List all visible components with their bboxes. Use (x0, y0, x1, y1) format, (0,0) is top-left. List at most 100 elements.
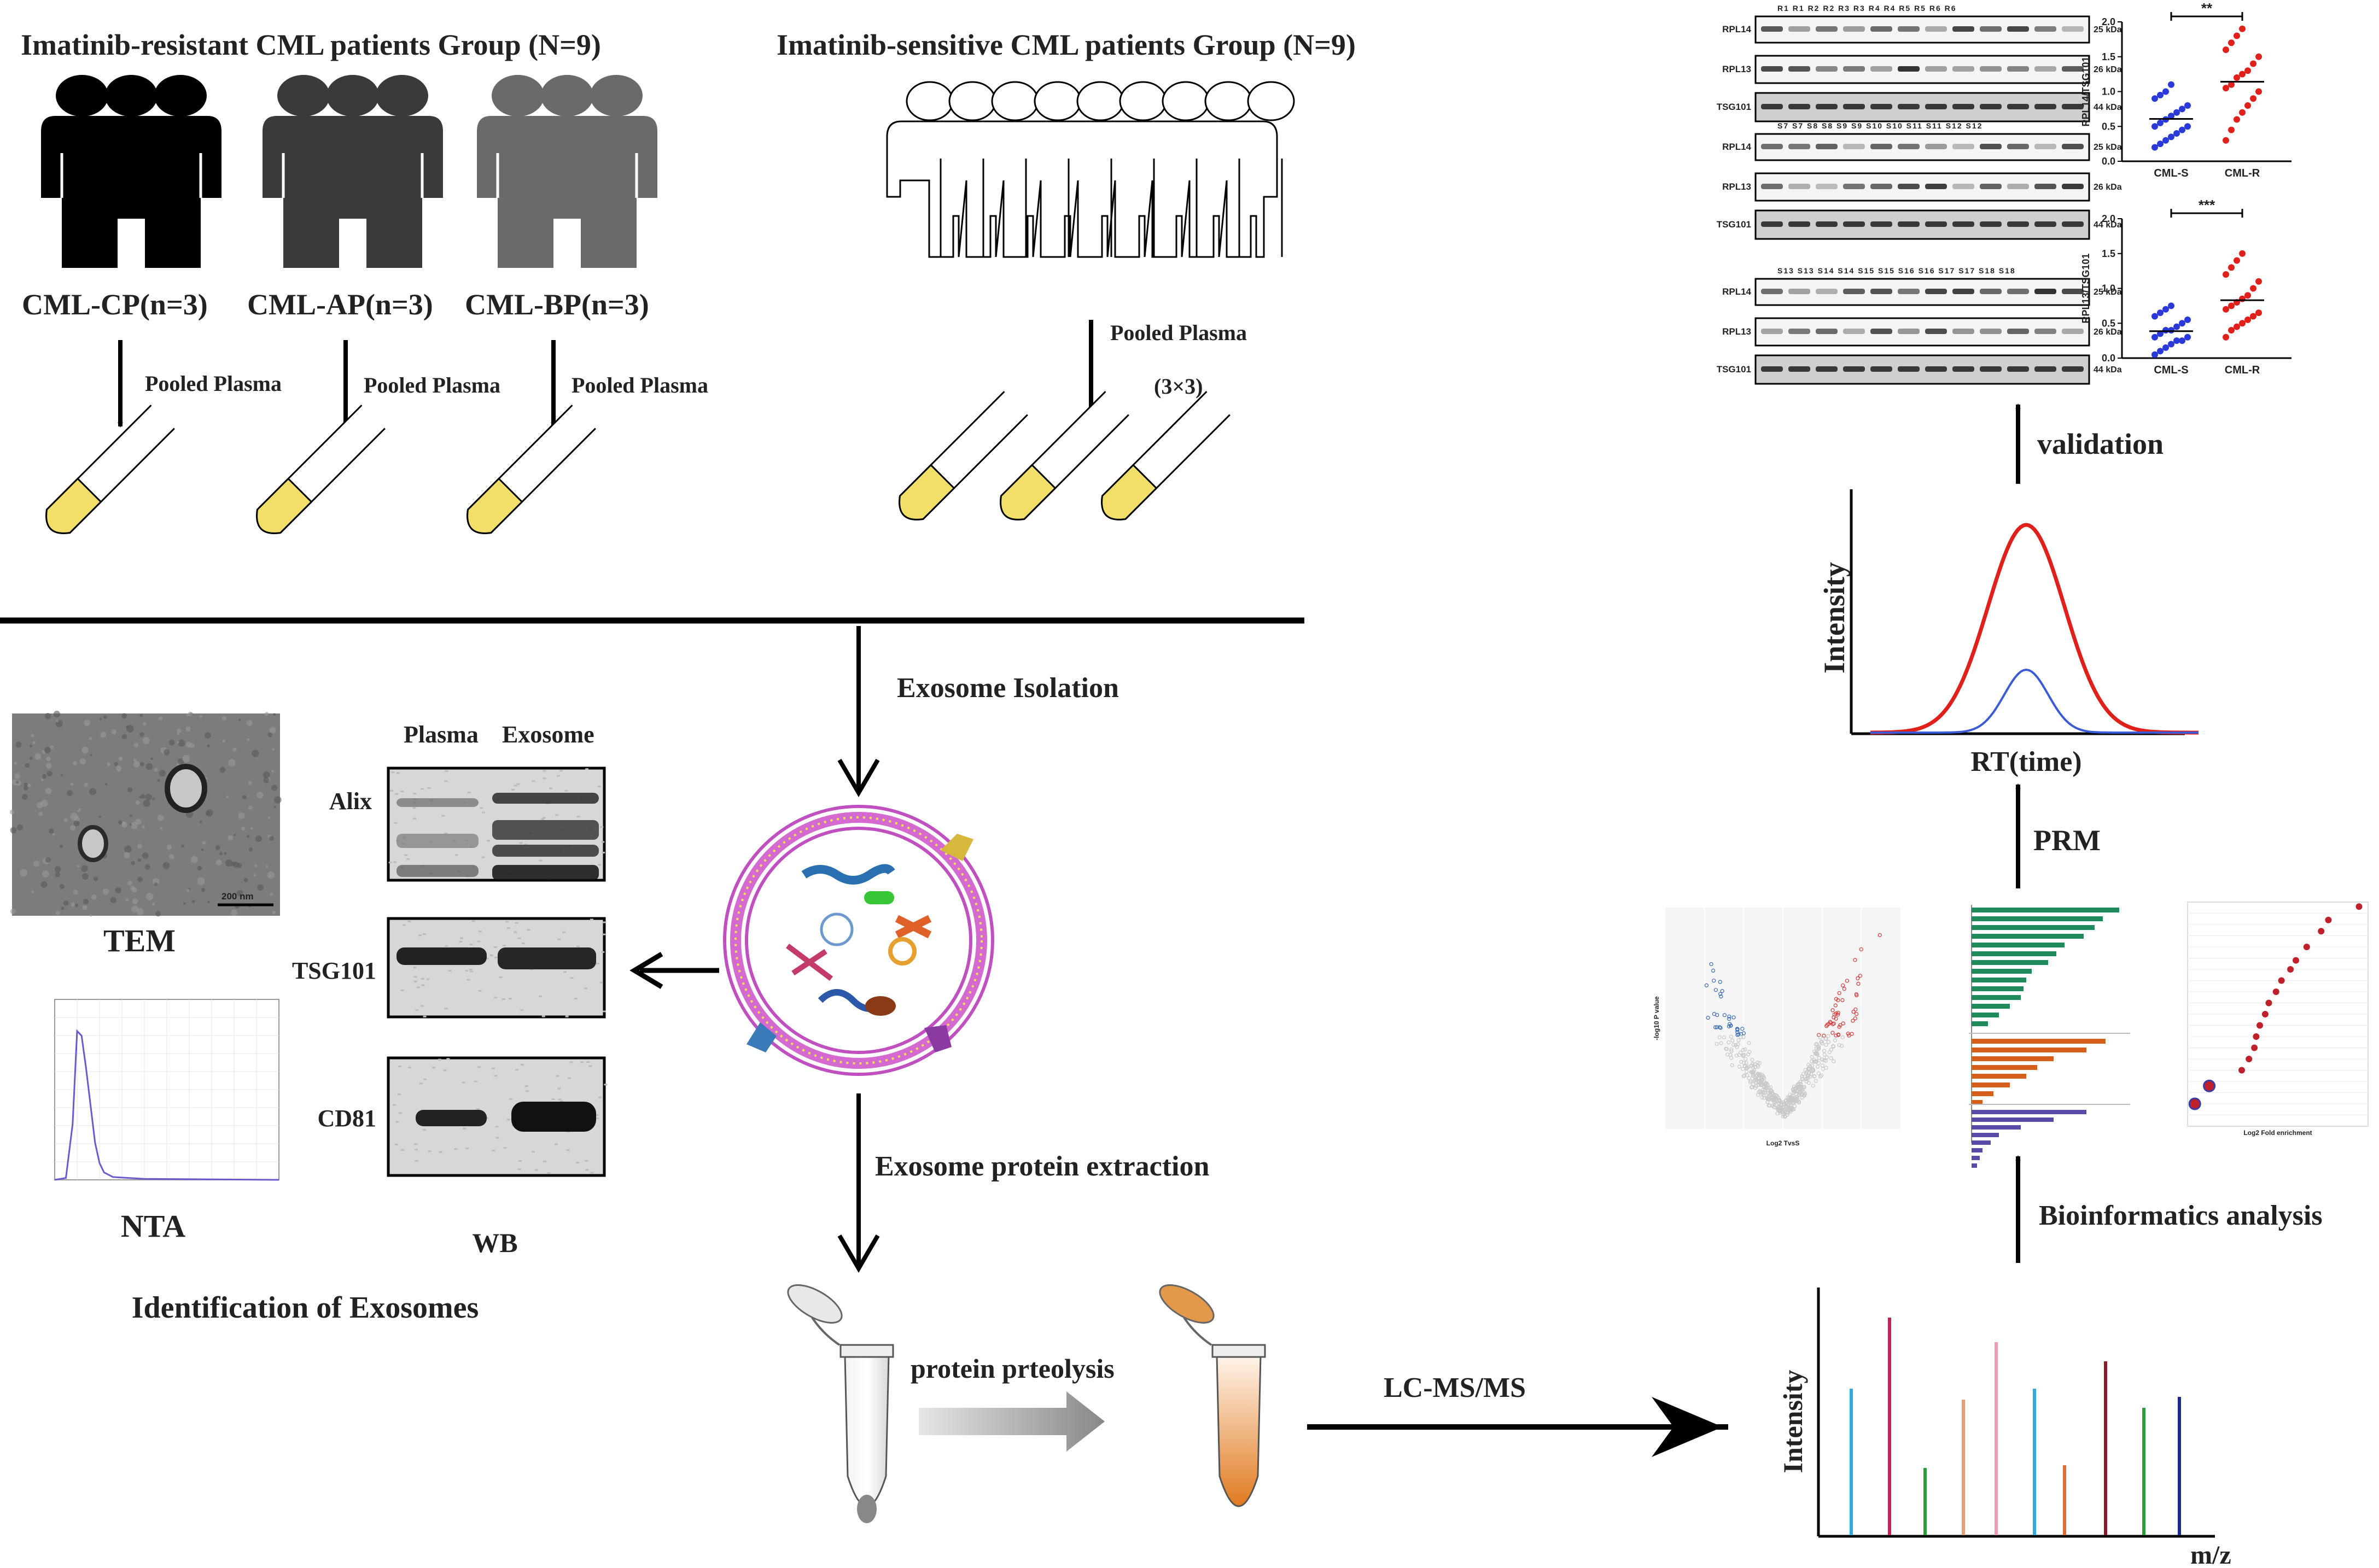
plasma-tube-2 (467, 405, 596, 534)
arrow-extraction-head (837, 1234, 880, 1273)
tem-image: 200 nm (9, 710, 282, 917)
plasma-tubes (45, 391, 1231, 534)
scatter2-sig: *** (2199, 197, 2215, 213)
blot-protein-2-1: RPL13 (1722, 326, 1751, 337)
ms-xlabel: m/z (2190, 1541, 2231, 1565)
blot-protein-0-2: TSG101 (1717, 102, 1751, 112)
scatter2-tick-1: 0.5 (2102, 318, 2115, 329)
eppendorf-tubes (787, 1284, 1266, 1523)
patient-group-icon-1 (263, 75, 443, 268)
wb-row-alix: Alix (329, 788, 372, 815)
resistant-group-title: Imatinib-resistant CML patients Group (N… (21, 28, 601, 61)
validation-blots: R1 R1 R2 R2 R3 R3 R4 R4 R5 R5 R6 R6 RPL14… (1717, 4, 2122, 385)
group-label-bp: CML-BP(n=3) (465, 288, 649, 321)
scatter2-tick-0: 0.0 (2102, 353, 2115, 364)
protein-extraction-label: Exosome protein extraction (875, 1151, 1209, 1182)
blot-lane-labels-1: S7 S7 S8 S8 S9 S9 S10 S10 S11 S11 S12 S1… (1777, 121, 1983, 130)
scatter1-ylabel: RPL14/TSG101 (2080, 56, 2091, 126)
plasma-tube-4 (1000, 391, 1129, 520)
scatter1-tick-3: 1.5 (2102, 51, 2115, 62)
prm-xlabel: RT(time) (1970, 746, 2081, 777)
proteolysis-label: protein prteolysis (911, 1353, 1115, 1384)
scatter2-tick-3: 1.5 (2102, 248, 2115, 259)
scatter1-cat-r: CML-R (2225, 167, 2260, 179)
blot-protein-2-2: TSG101 (1717, 364, 1751, 375)
pooled-label-cp: Pooled Plasma (145, 371, 282, 396)
prm-ylabel: Intensity (1818, 562, 1851, 674)
wb-col-plasma: Plasma (404, 721, 479, 748)
enrichment-plot: Log2 Fold enrichment (2187, 902, 2369, 1137)
plasma-tube-3 (899, 391, 1028, 520)
group-label-cp: CML-CP(n=3) (22, 288, 208, 321)
sensitive-group-title: Imatinib-sensitive CML patients Group (N… (777, 28, 1356, 61)
validation-label: validation (2037, 428, 2164, 460)
blot-marker-2-0: 25 kDa (2094, 288, 2122, 297)
wb-label: WB (472, 1227, 517, 1258)
blot-protein-2-0: RPL14 (1722, 286, 1751, 297)
scatter1-cat-s: CML-S (2154, 167, 2188, 179)
patient-group-icon-2 (477, 75, 657, 268)
prm-label: PRM (2033, 824, 2101, 857)
blot-marker-1-2: 44 kDa (2094, 220, 2122, 230)
scatter1-tick-0: 0.0 (2102, 156, 2115, 167)
tem-scale-label: 200 nm (221, 891, 254, 902)
nta-label: NTA (121, 1208, 185, 1244)
plasma-tube-5 (1101, 391, 1231, 520)
blot-marker-2-1: 26 kDa (2094, 327, 2122, 337)
scatter2-ylabel: RPL13/TSG101 (2080, 253, 2091, 323)
wb-blots (387, 767, 608, 1177)
blot-protein-0-1: RPL13 (1722, 64, 1751, 74)
go-bar-plot (1969, 905, 2130, 1168)
plasma-tube-0 (45, 405, 175, 534)
pooled-multiplier: (3×3) (1154, 374, 1203, 399)
tem-label: TEM (103, 923, 176, 958)
scatter2-tick-2: 1.0 (2102, 283, 2115, 294)
blot-lane-labels-0: R1 R1 R2 R2 R3 R3 R4 R4 R5 R5 R6 R6 (1777, 4, 1957, 13)
proteolysis-arrow (919, 1391, 1105, 1452)
blot-marker-1-1: 26 kDa (2094, 183, 2122, 192)
blot-protein-1-1: RPL13 (1722, 182, 1751, 192)
arrow-to-wb-head (629, 952, 663, 989)
exosome-vesicle (723, 805, 994, 1076)
scatter1-tick-4: 2.0 (2102, 16, 2115, 27)
blot-marker-2-2: 44 kDa (2094, 365, 2122, 375)
blot-marker-0-2: 44 kDa (2094, 103, 2122, 112)
scatter2-cat-s: CML-S (2154, 364, 2188, 376)
blot-protein-1-2: TSG101 (1717, 219, 1751, 230)
arrow-isolation-head (837, 758, 880, 797)
wb-col-exosome: Exosome (502, 721, 594, 748)
group-label-ap: CML-AP(n=3) (247, 288, 433, 321)
scatter2-tick-4: 2.0 (2102, 213, 2115, 224)
people-groups (41, 75, 1295, 268)
blot-marker-0-0: 25 kDa (2094, 25, 2122, 34)
exosome-isolation-label: Exosome Isolation (897, 672, 1119, 704)
scatter1-tick-2: 1.0 (2102, 86, 2115, 97)
scatter1-tick-1: 0.5 (2102, 121, 2115, 132)
identification-title: Identification of Exosomes (132, 1291, 479, 1325)
pooled-label-ap: Pooled Plasma (364, 373, 500, 397)
pooled-label-sensitive: Pooled Plasma (1110, 320, 1247, 345)
scatter1-sig: ** (2201, 0, 2213, 16)
nta-chart (54, 999, 279, 1181)
enrich-xlabel: Log2 Fold enrichment (2243, 1129, 2312, 1137)
volcano-plot: Log2 TvsS -log10 P value (1653, 908, 1900, 1147)
blot-protein-1-0: RPL14 (1722, 142, 1751, 152)
scatter2-cat-r: CML-R (2225, 364, 2260, 376)
sensitive-patients-icon (886, 81, 1295, 258)
wb-row-cd81: CD81 (317, 1105, 376, 1132)
bioinformatics-label: Bioinformatics analysis (2039, 1200, 2323, 1231)
ms-spectrum (1817, 1288, 2215, 1538)
blot-marker-1-0: 25 kDa (2094, 143, 2122, 152)
volcano-ylabel: -log10 P value (1653, 996, 1660, 1040)
lcms-label: LC-MS/MS (1384, 1372, 1526, 1403)
wb-row-tsg101: TSG101 (292, 957, 376, 984)
tube-before (787, 1284, 894, 1507)
patient-group-icon-0 (41, 75, 221, 268)
plasma-tube-1 (256, 405, 386, 534)
volcano-xlabel: Log2 TvsS (1766, 1139, 1800, 1147)
blot-lane-labels-2: S13 S13 S14 S14 S15 S15 S16 S16 S17 S17 … (1777, 266, 2016, 275)
lcms-arrow-head (1652, 1397, 1723, 1457)
